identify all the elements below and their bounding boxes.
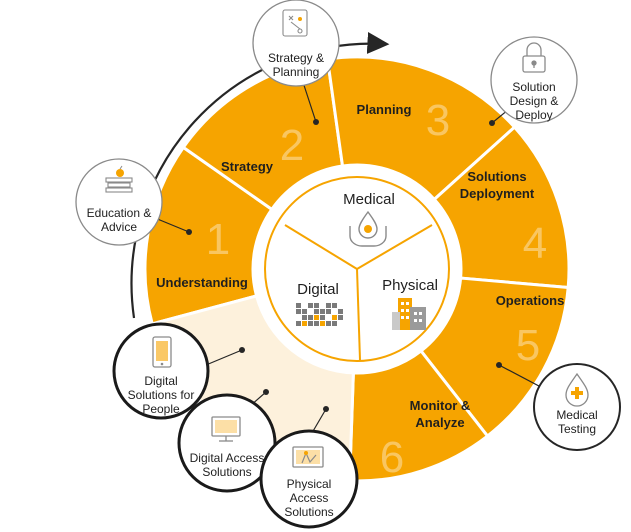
lock-icon — [522, 42, 546, 73]
smartphone-icon — [152, 336, 172, 368]
segment-number-3: 3 — [426, 96, 450, 145]
node-label-education-advice: Education &Advice — [87, 206, 152, 234]
core-label-physical: Physical — [382, 277, 438, 294]
buildings-icon — [392, 298, 426, 330]
node-label-strategy-planning: Strategy &Planning — [268, 51, 324, 79]
segment-label-operations: Operations — [496, 293, 565, 308]
monitor-icon — [211, 416, 241, 442]
pixel-grid-icon — [296, 303, 343, 326]
books-apple-icon — [105, 165, 133, 193]
core-label-medical: Medical — [343, 191, 395, 208]
segment-number-1: 1 — [206, 215, 230, 264]
segment-number-2: 2 — [280, 121, 304, 170]
segment-number-6: 6 — [380, 433, 404, 482]
hands-drop-icon — [349, 210, 387, 247]
core-ring — [264, 176, 450, 362]
medical-drop-icon — [565, 372, 589, 407]
flowchart-icon — [282, 9, 308, 37]
node-strategy-planning: Strategy &Planning — [252, 0, 340, 87]
core-dividers — [284, 224, 433, 361]
segment-label-monitor-analyze: Monitor &Analyze — [410, 398, 471, 430]
segment-label-understanding: Understanding — [156, 275, 248, 290]
segment-planning — [325, 55, 517, 202]
touch-screen-icon — [292, 446, 324, 468]
node-education-advice: Education &Advice — [75, 158, 163, 246]
segment-label-planning: Planning — [357, 102, 412, 117]
segment-number-4: 4 — [523, 219, 547, 268]
connector-dots — [186, 119, 502, 412]
segment-label-strategy: Strategy — [221, 159, 274, 174]
segment-number-5: 5 — [516, 321, 540, 370]
core-label-digital: Digital — [297, 281, 339, 298]
